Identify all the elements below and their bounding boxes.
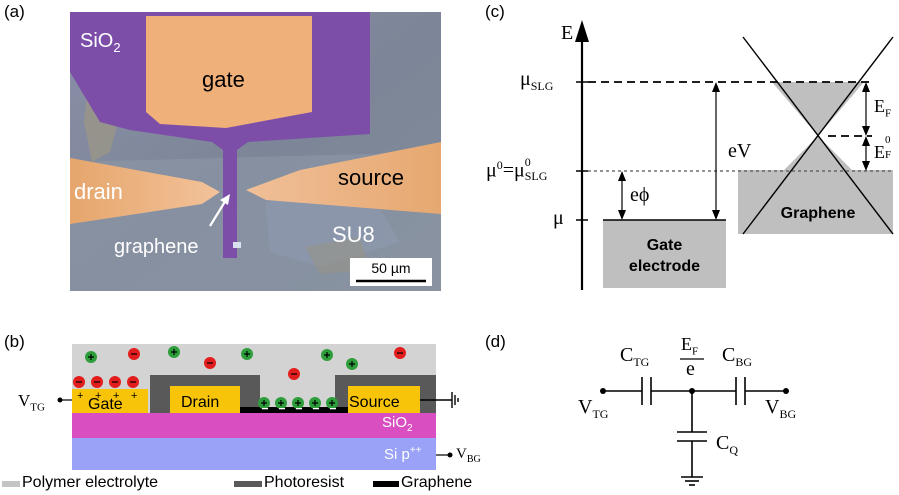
source-label: Source <box>349 394 400 411</box>
legend-swatch-graphene <box>373 481 399 487</box>
si-layer <box>72 438 436 470</box>
panel-c-label: (c) <box>485 2 505 21</box>
graphene-arrowhead <box>220 194 230 205</box>
svg-text:+: + <box>113 390 119 402</box>
source-electrode <box>246 142 441 214</box>
ctg-label: CTG <box>620 344 650 369</box>
source-electrode <box>348 386 420 413</box>
vtg-label: VTG <box>18 391 45 414</box>
panel-a-label: (a) <box>4 2 25 21</box>
panel-b-label: (b) <box>4 332 25 351</box>
ef-label: EF <box>874 96 892 120</box>
ephi-label: eϕ <box>630 184 650 206</box>
su8-label: SU8 <box>332 222 375 247</box>
drain-electrode <box>170 386 240 413</box>
graphene-surface-minus <box>262 408 336 410</box>
si-label: Si p++ <box>384 445 422 463</box>
panel-d-label: (d) <box>485 332 506 351</box>
energy-axis-arrow <box>575 20 589 42</box>
sio2-label: SiO2 <box>382 414 413 434</box>
mu-label: μ <box>553 207 564 229</box>
gate-surface-plus: + + + + <box>77 390 137 402</box>
cbg-label: CBG <box>722 344 753 369</box>
gate-pad <box>146 16 312 128</box>
mu-slg-label: μSLG <box>520 68 554 93</box>
ef-fraction-den: e <box>686 358 695 380</box>
dirac-cone-upper-fill <box>772 82 864 136</box>
svg-text:+: + <box>131 390 137 402</box>
scale-label: 50 µm <box>371 260 411 276</box>
sio2-label: SiO2 <box>80 30 121 55</box>
legend-swatch-photoresist <box>234 481 262 487</box>
graphene-arrow <box>209 199 227 227</box>
source-label: source <box>338 165 405 190</box>
vtg-node-label: VTG <box>578 396 609 421</box>
drain-label: Drain <box>181 394 220 411</box>
dirac-cone-lower <box>767 136 869 187</box>
gate-label: Gate <box>88 396 123 413</box>
vbg-label: VBG <box>456 446 481 465</box>
cq-label: CQ <box>716 432 739 457</box>
sio2-layer <box>72 413 436 438</box>
blueish-patch <box>265 192 400 267</box>
graphene-sheet <box>240 407 348 413</box>
micrograph: SiO2 gate drain source graphene SU8 50 µ… <box>70 12 441 291</box>
gate-label: gate <box>202 67 245 92</box>
legend-swatch-polymer <box>2 481 20 487</box>
drain-electrode <box>70 158 220 224</box>
svg-text:+: + <box>77 390 83 402</box>
graphene-spot <box>233 242 241 248</box>
gate-electrode <box>72 389 148 413</box>
e-axis-label: E <box>561 22 574 44</box>
gate-electrode-box <box>603 220 726 288</box>
ion-group <box>73 346 406 409</box>
device-cross-section: + + + + VTG Gate Drain Source SiO2 Si p++ V… <box>2 344 481 491</box>
svg-text:+: + <box>95 390 101 402</box>
drain-label: drain <box>74 179 123 204</box>
legend-graphene: Graphene <box>401 474 473 491</box>
legend-polymer: Polymer electrolyte <box>22 474 159 491</box>
cone-line-2 <box>742 36 894 235</box>
ev-label: eV <box>728 140 752 162</box>
graphene-label: graphene <box>114 236 199 258</box>
vbg-node-label: VBG <box>765 396 797 421</box>
legend-photoresist: Photoresist <box>264 474 345 491</box>
graphene-box-label: Graphene <box>780 205 856 222</box>
ef-fraction-num: EF <box>681 334 699 358</box>
